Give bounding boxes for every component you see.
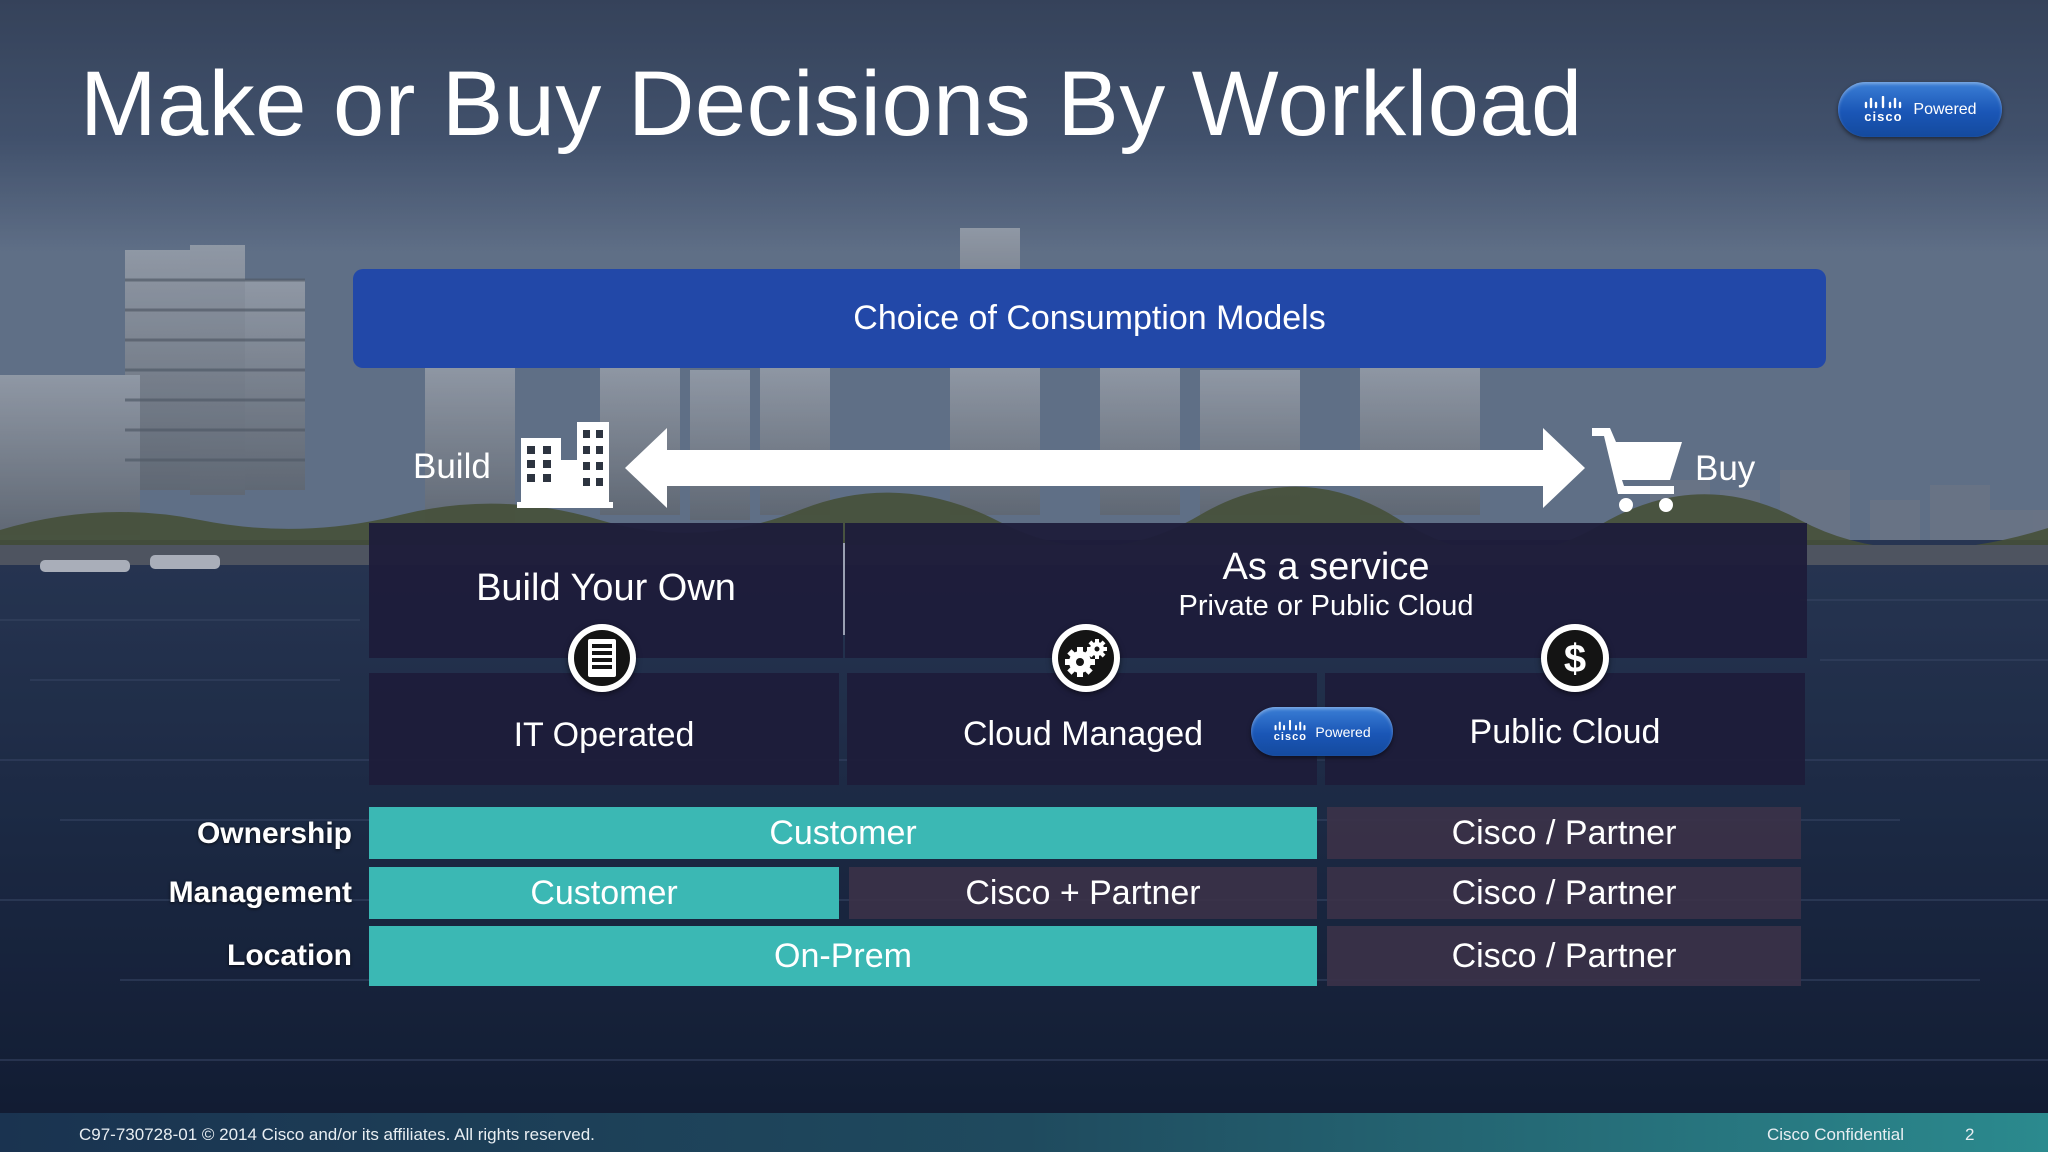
as-a-service-subheading: Private or Public Cloud (1178, 590, 1474, 622)
server-icon (568, 624, 636, 692)
slide-title: Make or Buy Decisions By Workload (80, 53, 1583, 155)
cisco-logo-icon: cisco (1273, 720, 1307, 743)
cisco-logo-icon: cisco (1863, 96, 1903, 123)
badge-label: Powered (1315, 723, 1371, 740)
buy-label: Buy (1695, 449, 1756, 488)
management-cisco-cell: Cisco / Partner (1327, 867, 1801, 919)
consumption-models-banner: Choice of Consumption Models (353, 269, 1826, 368)
panel-divider (843, 543, 845, 635)
dollar-icon: $ (1541, 624, 1609, 692)
build-your-own-heading: Build Your Own (476, 567, 736, 609)
cell-text: Customer (769, 813, 917, 852)
build-buy-double-arrow (625, 428, 1585, 508)
cisco-powered-badge-small: cisco Powered (1251, 707, 1393, 756)
footer-bar (0, 1113, 2048, 1152)
cell-text: Cisco / Partner (1451, 873, 1677, 912)
shopping-cart-icon (1592, 428, 1682, 512)
ownership-cisco-cell: Cisco / Partner (1327, 807, 1801, 859)
cisco-powered-badge: cisco Powered (1838, 82, 2002, 137)
building-icon (517, 422, 613, 508)
banner-text: Choice of Consumption Models (853, 299, 1326, 337)
public-cloud-panel (1325, 673, 1805, 785)
management-cisco-partner-cell: Cisco + Partner (849, 867, 1317, 919)
cell-text: Customer (530, 873, 678, 912)
management-label: Management (168, 876, 352, 909)
it-operated-label: IT Operated (513, 716, 695, 754)
location-label: Location (227, 939, 352, 972)
gears-icon (1052, 624, 1120, 692)
svg-text:$: $ (1564, 637, 1586, 680)
cell-text: On-Prem (774, 936, 912, 975)
cisco-logo-text: cisco (1864, 109, 1903, 124)
page-number: 2 (1965, 1125, 1975, 1144)
cell-text: Cisco + Partner (965, 873, 1201, 912)
cisco-logo-text: cisco (1273, 731, 1307, 743)
build-label: Build (413, 447, 491, 486)
copyright-text: C97-730728-01 © 2014 Cisco and/or its af… (79, 1125, 595, 1144)
location-cisco-cell: Cisco / Partner (1327, 926, 1801, 986)
confidential-text: Cisco Confidential (1767, 1125, 1905, 1144)
as-a-service-panel (845, 523, 1807, 658)
ownership-customer-cell: Customer (369, 807, 1317, 859)
as-a-service-heading: As a service (1222, 546, 1430, 588)
management-customer-cell: Customer (369, 867, 839, 919)
cell-text: Cisco / Partner (1451, 936, 1677, 975)
badge-label: Powered (1913, 100, 1977, 118)
cell-text: Cisco / Partner (1451, 813, 1677, 852)
cloud-managed-label: Cloud Managed (962, 715, 1204, 753)
ownership-label: Ownership (196, 817, 352, 850)
public-cloud-label: Public Cloud (1469, 713, 1661, 751)
location-onprem-cell: On-Prem (369, 926, 1317, 986)
